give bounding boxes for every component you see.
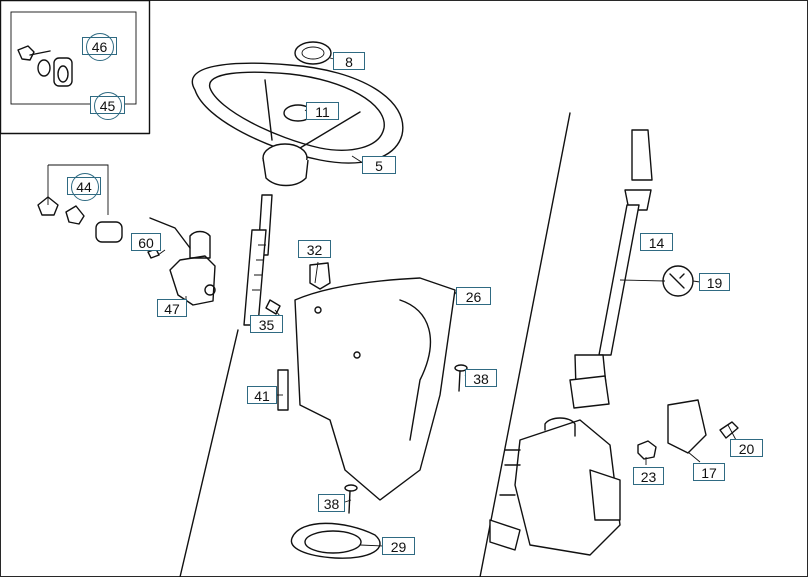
part-label-47-text: 47 [164,301,180,317]
part-label-23[interactable]: 23 [633,467,664,485]
part-label-17-text: 17 [701,465,717,481]
part-label-17[interactable]: 17 [693,463,725,481]
section-line-left [179,329,239,578]
part-label-38-lower[interactable]: 38 [318,494,345,512]
part-label-29[interactable]: 29 [382,537,415,555]
key-inset-frame [0,0,151,135]
part-label-5-text: 5 [375,158,383,174]
steering-wheel [191,41,404,187]
part-label-23-text: 23 [640,469,657,485]
part-label-8[interactable]: 8 [333,52,365,70]
part-label-41[interactable]: 41 [247,386,277,404]
part-label-20[interactable]: 20 [730,439,763,457]
part-label-60-text: 60 [138,235,154,251]
part-label-38-lower-text: 38 [323,496,340,512]
wrench-tool-symbol [662,265,694,297]
part-label-11-text: 11 [315,104,330,120]
part-label-41-text: 41 [254,388,270,404]
part-label-32[interactable]: 32 [298,240,331,258]
trim-strip [277,369,289,411]
part-label-14[interactable]: 14 [640,233,673,251]
steering-shaft [243,194,281,326]
intermediate-shaft [569,129,653,409]
section-line-right [479,112,571,578]
bolt [719,421,739,439]
part-label-38-upper-text: 38 [473,371,489,387]
part-label-8-text: 8 [345,54,353,70]
nut [637,440,657,460]
key-group-bracket [10,11,137,105]
part-label-26[interactable]: 26 [456,287,491,305]
floor-seal-plate [290,522,381,559]
part-label-45[interactable]: 45 [90,92,125,120]
part-label-44-text: 44 [76,179,92,195]
part-label-46-text: 46 [91,39,108,55]
universal-joint [667,399,707,454]
clip-part [309,262,331,290]
part-label-35-text: 35 [258,317,275,333]
part-label-26-text: 26 [465,289,482,305]
leader-lines [157,57,737,547]
part-label-19[interactable]: 19 [699,273,730,291]
horn-emblem [294,41,332,65]
part-label-32-text: 32 [306,242,323,258]
part-label-46[interactable]: 46 [82,33,117,61]
column-cover-panel [294,277,456,501]
part-label-47[interactable]: 47 [157,299,187,317]
part-label-35[interactable]: 35 [250,315,283,333]
part-label-20-text: 20 [738,441,755,457]
key-and-barrel-inset [17,45,73,87]
part-label-5[interactable]: 5 [362,156,396,174]
part-label-44[interactable]: 44 [67,173,101,201]
part-label-19-text: 19 [706,275,723,291]
part-label-11[interactable]: 11 [306,102,339,120]
part-label-29-text: 29 [390,539,407,555]
screw-lower [344,484,358,514]
part-label-60[interactable]: 60 [131,233,161,251]
part-label-45-text: 45 [99,98,116,114]
ignition-lock-group [37,164,216,306]
part-label-38-upper[interactable]: 38 [465,369,497,387]
part-label-14-text: 14 [648,235,665,251]
steering-gearbox [489,417,621,556]
screw-upper [454,364,468,392]
